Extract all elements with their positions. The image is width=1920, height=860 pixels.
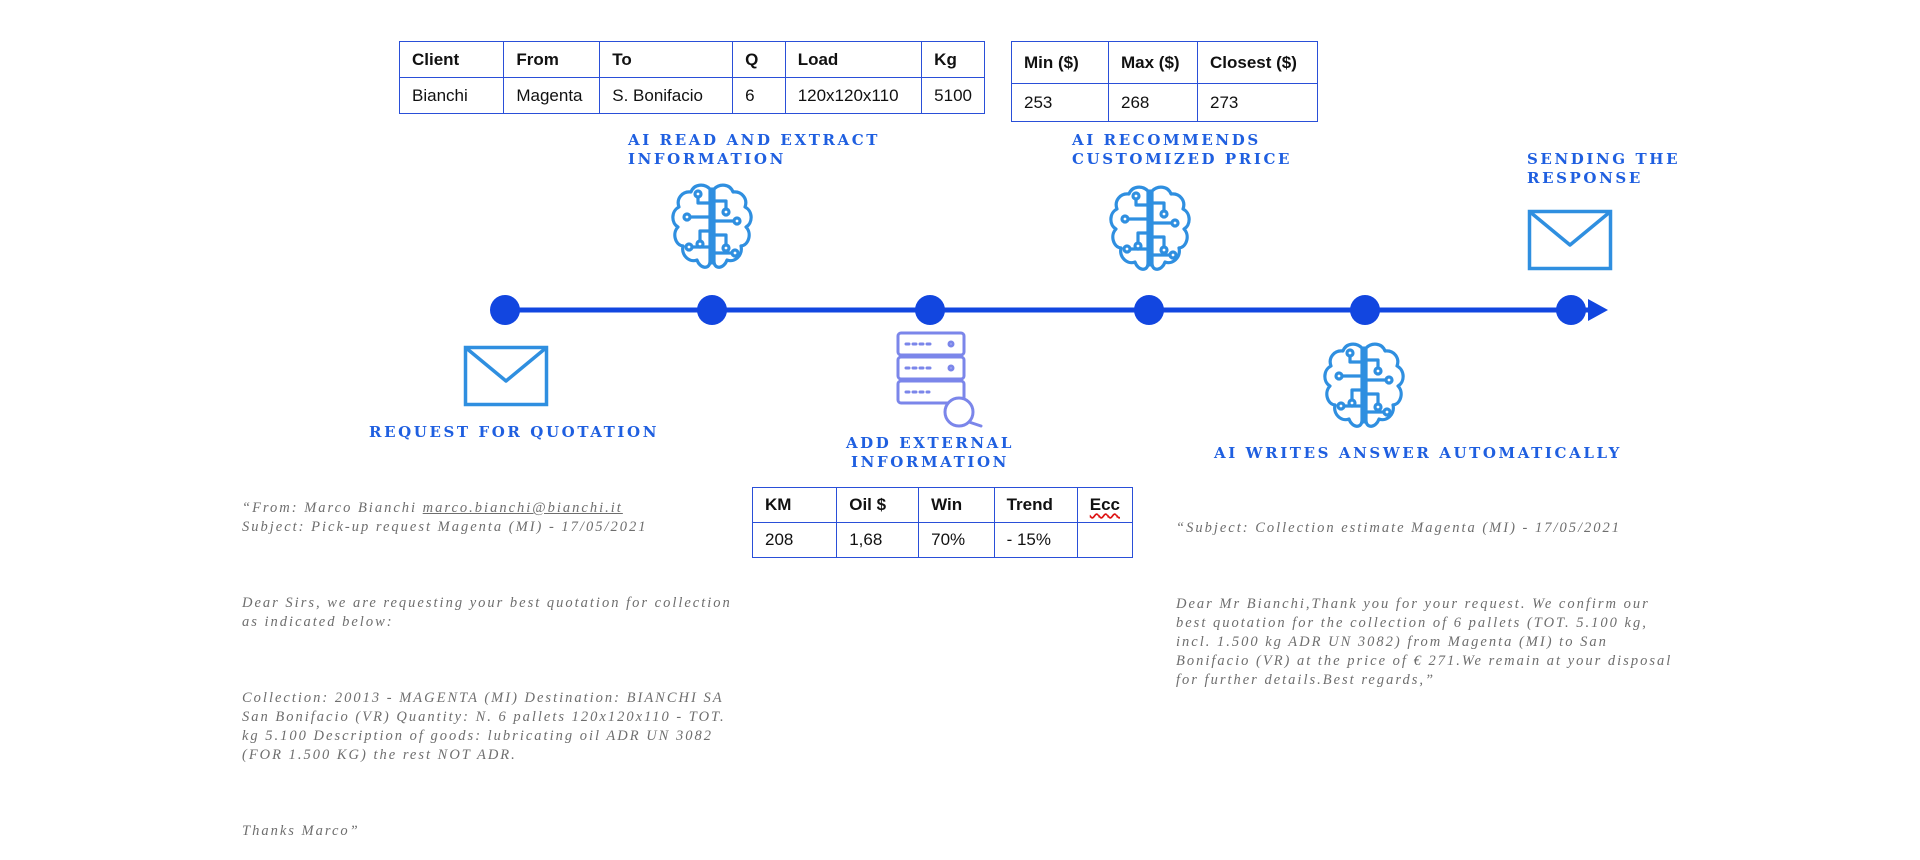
label-ai-recommends-line2: CUSTOMIZED PRICE bbox=[1072, 150, 1293, 168]
response-email-subject: “Subject: Collection estimate Magenta (M… bbox=[1176, 520, 1622, 536]
cell-min: 253 bbox=[1011, 83, 1109, 122]
brain-circuit-icon bbox=[671, 183, 753, 269]
label-ai-writes: AI WRITES ANSWER AUTOMATICALLY bbox=[1214, 444, 1622, 462]
price-table: Min ($) Max ($) Closest ($) 253 268 273 bbox=[1011, 41, 1318, 122]
label-sending-line2: RESPONSE bbox=[1527, 169, 1643, 187]
label-sending: SENDING THE RESPONSE bbox=[1527, 150, 1680, 188]
cell-ecc bbox=[1076, 522, 1134, 558]
label-add-external: ADD EXTERNAL INFORMATION bbox=[830, 434, 1030, 472]
label-ai-read-line1: AI READ AND EXTRACT bbox=[628, 131, 881, 149]
extracted-info-table: Client From To Q Load Kg Bianchi Magenta… bbox=[398, 41, 985, 114]
cell-to: S. Bonifacio bbox=[599, 77, 734, 114]
col-header-client: Client bbox=[398, 41, 505, 78]
label-sending-line1: SENDING THE bbox=[1527, 150, 1681, 168]
timeline-dot-ai-recommends bbox=[1134, 295, 1164, 325]
col-header-win: Win bbox=[918, 487, 995, 523]
request-email-body2: Collection: 20013 - MAGENTA (MI) Destina… bbox=[242, 690, 732, 763]
label-ai-recommends: AI RECOMMENDS CUSTOMIZED PRICE bbox=[1072, 131, 1292, 169]
cell-oil: 1,68 bbox=[836, 522, 920, 558]
cell-q: 6 bbox=[732, 77, 786, 114]
label-request-for-quotation: REQUEST FOR QUOTATION bbox=[369, 423, 660, 441]
cell-max: 268 bbox=[1108, 83, 1198, 122]
cell-from: Magenta bbox=[503, 77, 601, 114]
timeline-arrow-head bbox=[1588, 299, 1608, 321]
database-search-icon bbox=[896, 331, 983, 428]
external-info-table: KM Oil $ Win Trend Ecc 208 1,68 70% - 15… bbox=[751, 487, 1134, 558]
brain-circuit-icon bbox=[1323, 342, 1405, 428]
label-ai-read-line2: INFORMATION bbox=[628, 150, 786, 168]
label-add-external-line2: INFORMATION bbox=[851, 453, 1009, 471]
col-header-km: KM bbox=[751, 487, 838, 523]
cell-trend: - 15% bbox=[993, 522, 1078, 558]
brain-circuit-icon bbox=[1109, 185, 1191, 271]
col-header-to: To bbox=[599, 41, 734, 78]
label-ai-read: AI READ AND EXTRACT INFORMATION bbox=[628, 131, 880, 169]
cell-load: 120x120x110 bbox=[784, 77, 923, 114]
col-header-closest: Closest ($) bbox=[1197, 41, 1318, 84]
request-email-body1: Dear Sirs, we are requesting your best q… bbox=[242, 595, 738, 630]
cell-km: 208 bbox=[751, 522, 838, 558]
cell-client: Bianchi bbox=[398, 77, 505, 114]
envelope-icon bbox=[1527, 209, 1613, 271]
envelope-icon bbox=[463, 345, 549, 407]
timeline-dot-add-external bbox=[915, 295, 945, 325]
label-add-external-line1: ADD EXTERNAL bbox=[845, 434, 1015, 452]
request-email: “From: Marco Bianchi marco.bianchi@bianc… bbox=[242, 461, 742, 860]
timeline-dot-ai-read bbox=[697, 295, 727, 325]
timeline-dot-sending bbox=[1556, 295, 1586, 325]
response-email-body: Dear Mr Bianchi,Thank you for your reque… bbox=[1176, 596, 1678, 688]
cell-closest: 273 bbox=[1197, 83, 1318, 122]
request-email-header: “From: Marco Bianchi marco.bianchi@bianc… bbox=[242, 500, 648, 535]
cell-kg: 5100 bbox=[921, 77, 985, 114]
col-header-oil: Oil $ bbox=[836, 487, 920, 523]
col-header-max: Max ($) bbox=[1108, 41, 1198, 84]
timeline-dot-ai-writes bbox=[1350, 295, 1380, 325]
col-header-ecc: Ecc bbox=[1076, 487, 1134, 523]
label-ai-recommends-line1: AI RECOMMENDS bbox=[1072, 131, 1261, 149]
request-email-thanks: Thanks Marco” bbox=[242, 823, 360, 839]
sender-email-link[interactable]: marco.bianchi@bianchi.it bbox=[422, 500, 623, 516]
col-header-kg: Kg bbox=[921, 41, 985, 78]
col-header-q: Q bbox=[732, 41, 786, 78]
col-header-trend: Trend bbox=[993, 487, 1078, 523]
cell-win: 70% bbox=[918, 522, 995, 558]
col-header-min: Min ($) bbox=[1011, 41, 1109, 84]
timeline-line bbox=[505, 299, 1608, 321]
request-email-subject: Subject: Pick-up request Magenta (MI) - … bbox=[242, 519, 648, 535]
col-header-from: From bbox=[503, 41, 601, 78]
response-email: “Subject: Collection estimate Magenta (M… bbox=[1176, 481, 1676, 709]
timeline-dot-request bbox=[490, 295, 520, 325]
col-header-load: Load bbox=[784, 41, 923, 78]
